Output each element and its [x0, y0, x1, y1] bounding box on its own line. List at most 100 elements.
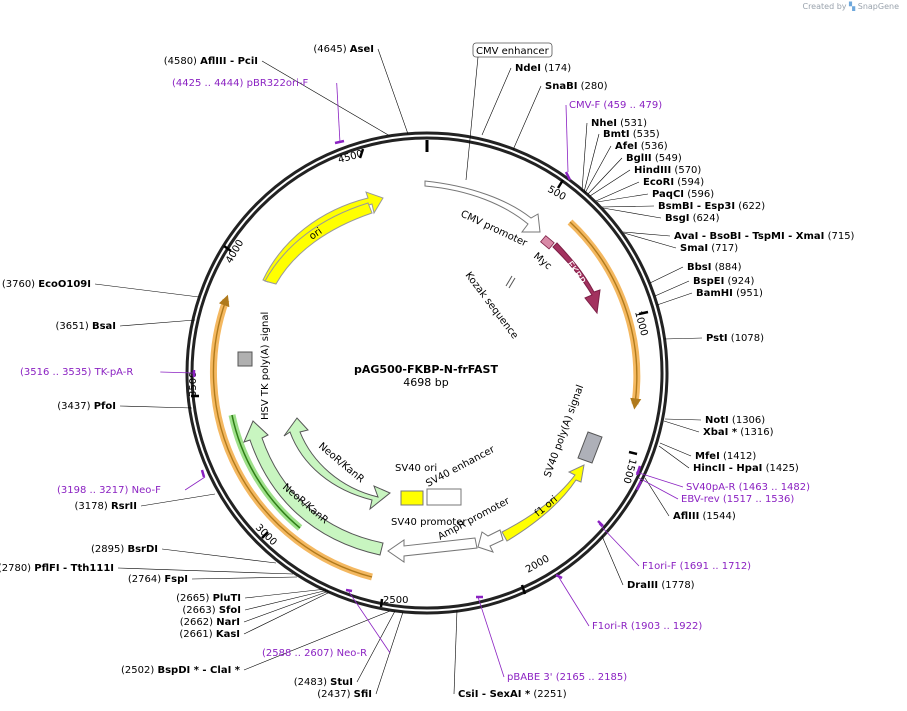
restriction-site-label[interactable]: (3760) EcoO109I [2, 279, 91, 290]
restriction-site[interactable]: HindIII (570) [634, 165, 701, 176]
neor-inner-arrow[interactable] [283, 417, 391, 511]
restriction-site-label[interactable]: BspEI (924) [693, 276, 754, 287]
restriction-site[interactable]: MfeI (1412) [695, 451, 756, 462]
primer-label[interactable]: F1ori-R (1903 .. 1922) [592, 621, 702, 632]
primer-label[interactable]: (4425 .. 4444) pBR322ori-F [172, 78, 308, 89]
restriction-site[interactable]: BsgI (624) [665, 213, 720, 224]
sv40-polya-box[interactable] [577, 431, 603, 464]
restriction-site-label[interactable]: NotI (1306) [705, 415, 765, 426]
restriction-site[interactable]: PstI (1078) [706, 333, 764, 344]
restriction-site-label[interactable]: DraIII (1778) [627, 580, 695, 591]
restriction-site-label[interactable]: AfeI (536) [615, 141, 668, 152]
restriction-site[interactable]: SnaBI (280) [545, 81, 608, 92]
restriction-site-label[interactable]: (2437) SfiI [317, 689, 372, 700]
restriction-site[interactable]: EcoRI (594) [643, 177, 704, 188]
restriction-site-label[interactable]: BmtI (535) [603, 129, 660, 140]
restriction-site-label[interactable]: BglII (549) [626, 153, 682, 164]
primer-label[interactable]: CMV-F (459 .. 479) [569, 100, 662, 111]
primer-label[interactable]: (2588 .. 2607) Neo-R [262, 648, 367, 659]
primer[interactable]: SV40pA-R (1463 .. 1482) [635, 465, 810, 493]
restriction-site-label[interactable]: (2662) NarI [180, 617, 240, 628]
restriction-site-label[interactable]: BsgI (624) [665, 213, 720, 224]
primer[interactable]: CMV-F (459 .. 479) [564, 100, 662, 181]
sv40-enhancer-box[interactable] [426, 488, 462, 506]
hsv-tk-box[interactable] [237, 351, 253, 367]
restriction-site[interactable]: (2663) SfoI [182, 605, 241, 616]
primer[interactable]: EBV-rev (1517 .. 1536) [635, 480, 794, 505]
primer[interactable]: F1ori-R (1903 .. 1922) [555, 573, 702, 632]
restriction-site-label[interactable]: BbsI (884) [687, 262, 742, 273]
restriction-site[interactable]: HincII - HpaI (1425) [693, 463, 799, 474]
restriction-site[interactable]: (3437) PfoI [57, 401, 116, 412]
primer-label[interactable]: pBABE 3' (2165 .. 2185) [507, 672, 627, 683]
restriction-site[interactable]: AflIII (1544) [673, 511, 736, 522]
ampr-promoter-arrow[interactable] [477, 529, 504, 553]
restriction-site-label[interactable]: (2780) PflFI - Tth111I [0, 563, 114, 574]
restriction-site[interactable]: (2662) NarI [180, 617, 240, 628]
restriction-site-label[interactable]: NheI (531) [591, 118, 647, 129]
restriction-site-label[interactable]: BsmBI - Esp3I (622) [658, 201, 765, 212]
restriction-site[interactable]: (3651) BsaI [56, 321, 116, 332]
primer[interactable]: (3516 .. 3535) TK-pA-R [20, 367, 196, 378]
primer-label[interactable]: (3198 .. 3217) Neo-F [57, 485, 161, 496]
restriction-site[interactable]: AvaI - BsoBI - TspMI - XmaI (715) [674, 231, 855, 242]
restriction-site[interactable]: NdeI (174) [515, 63, 571, 74]
restriction-site-label[interactable]: EcoRI (594) [643, 177, 704, 188]
restriction-site[interactable]: (2895) BsrDI [91, 544, 158, 555]
restriction-site[interactable]: (2665) PluTI [176, 593, 241, 604]
restriction-site-label[interactable]: HincII - HpaI (1425) [693, 463, 799, 474]
restriction-site[interactable]: AfeI (536) [615, 141, 668, 152]
restriction-site[interactable]: BmtI (535) [603, 129, 660, 140]
restriction-site-label[interactable]: CsiI - SexAI * (2251) [458, 689, 567, 700]
restriction-site[interactable]: (2780) PflFI - Tth111I [0, 563, 114, 574]
restriction-site[interactable]: CsiI - SexAI * (2251) [458, 689, 567, 700]
primer-label[interactable]: EBV-rev (1517 .. 1536) [681, 494, 794, 505]
restriction-site-label[interactable]: (4645) AseI [313, 44, 374, 55]
restriction-site[interactable]: BamHI (951) [696, 288, 763, 299]
restriction-site-label[interactable]: NdeI (174) [515, 63, 571, 74]
restriction-site[interactable]: (2764) FspI [128, 574, 188, 585]
primer-label[interactable]: SV40pA-R (1463 .. 1482) [686, 482, 810, 493]
restriction-site[interactable]: SmaI (717) [680, 243, 738, 254]
restriction-site-label[interactable]: (3437) PfoI [57, 401, 116, 412]
restriction-site[interactable]: (4645) AseI [313, 44, 374, 55]
ori-body[interactable] [264, 202, 373, 285]
restriction-site-label[interactable]: (4580) AflIII - PciI [164, 56, 258, 67]
primer-label[interactable]: F1ori-F (1691 .. 1712) [642, 561, 751, 572]
primer[interactable]: pBABE 3' (2165 .. 2185) [476, 595, 627, 683]
restriction-site-label[interactable]: (2764) FspI [128, 574, 188, 585]
restriction-site[interactable]: (2437) SfiI [317, 689, 372, 700]
restriction-site[interactable]: BsmBI - Esp3I (622) [658, 201, 765, 212]
restriction-site[interactable]: (3760) EcoO109I [2, 279, 91, 290]
f1-ori-arrow[interactable] [501, 464, 585, 542]
restriction-site[interactable]: BbsI (884) [687, 262, 742, 273]
neor-outer-arrow[interactable] [243, 420, 384, 556]
primer[interactable]: (3198 .. 3217) Neo-F [57, 469, 206, 496]
cmv-promoter-arrow[interactable] [424, 180, 541, 233]
restriction-site[interactable]: BglII (549) [626, 153, 682, 164]
restriction-site-label[interactable]: (2483) StuI [294, 677, 353, 688]
myc-box[interactable] [540, 235, 555, 250]
restriction-site-label[interactable]: (2502) BspDI * - ClaI * [121, 665, 241, 676]
fkbp-arrow[interactable] [552, 242, 601, 315]
restriction-site-label[interactable]: (2665) PluTI [176, 593, 241, 604]
restriction-site-label[interactable]: HindIII (570) [634, 165, 701, 176]
primer-label[interactable]: (3516 .. 3535) TK-pA-R [20, 367, 133, 378]
restriction-site[interactable]: BspEI (924) [693, 276, 754, 287]
restriction-site-label[interactable]: SnaBI (280) [545, 81, 608, 92]
restriction-site[interactable]: NheI (531) [591, 118, 647, 129]
restriction-site[interactable]: (2502) BspDI * - ClaI * [121, 665, 241, 676]
restriction-site-label[interactable]: PstI (1078) [706, 333, 764, 344]
restriction-site-label[interactable]: AvaI - BsoBI - TspMI - XmaI (715) [674, 231, 855, 242]
restriction-site[interactable]: (2661) KasI [179, 629, 240, 640]
restriction-site-label[interactable]: MfeI (1412) [695, 451, 756, 462]
restriction-site-label[interactable]: SmaI (717) [680, 243, 738, 254]
restriction-site[interactable]: PaqCI (596) [652, 189, 714, 200]
restriction-site-label[interactable]: BamHI (951) [696, 288, 763, 299]
restriction-site-label[interactable]: PaqCI (596) [652, 189, 714, 200]
restriction-site-label[interactable]: (2895) BsrDI [91, 544, 158, 555]
primer[interactable]: (2588 .. 2607) Neo-R [262, 588, 367, 659]
sv40-ori-box[interactable] [400, 490, 424, 506]
restriction-site[interactable]: NotI (1306) [705, 415, 765, 426]
restriction-site-label[interactable]: (2663) SfoI [182, 605, 241, 616]
